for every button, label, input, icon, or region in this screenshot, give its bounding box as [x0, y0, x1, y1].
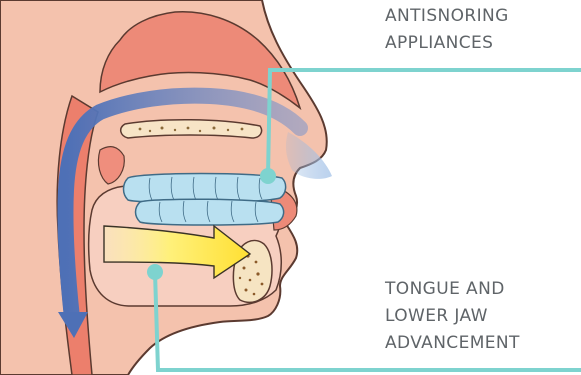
callout-dot-bottom	[147, 264, 163, 280]
label-line: ADVANCEMENT	[385, 330, 520, 357]
label-line: TONGUE AND	[385, 276, 520, 303]
callout-dot-top	[260, 168, 276, 184]
hard-palate	[121, 120, 262, 138]
antisnoring-appliance	[124, 174, 286, 226]
label-tongue-jaw-advancement: TONGUE AND LOWER JAW ADVANCEMENT	[385, 276, 520, 357]
label-line: APPLIANCES	[385, 30, 509, 57]
label-antisnoring-appliances: ANTISNORING APPLIANCES	[385, 3, 509, 57]
label-line: LOWER JAW	[385, 303, 520, 330]
label-line: ANTISNORING	[385, 3, 509, 30]
